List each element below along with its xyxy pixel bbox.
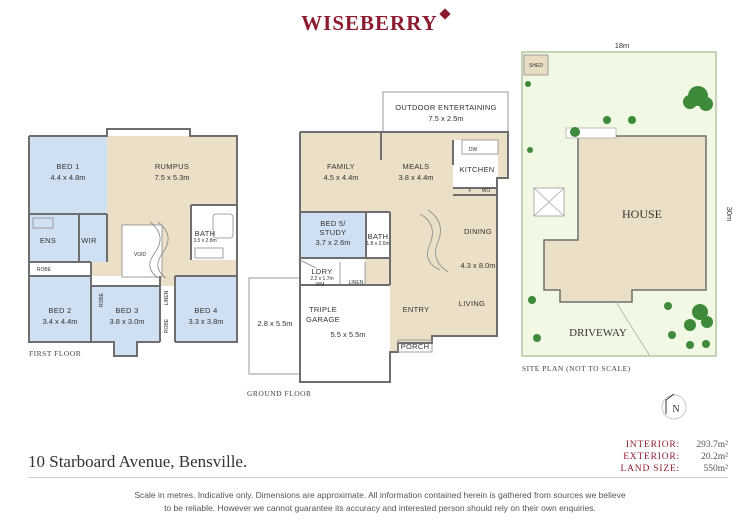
ens-label: ENS (40, 236, 56, 245)
stat-label: INTERIOR: (625, 440, 680, 450)
bed2-name: BED 2 (48, 306, 71, 315)
kitchen-area (453, 140, 498, 188)
stat-value: 293.7m² (696, 440, 728, 450)
brand-name: WISEBERRY (301, 11, 438, 35)
bed1-name: BED 1 (56, 162, 79, 171)
bath-size: 3.5 x 2.8m (193, 238, 216, 244)
stat-exterior: EXTERIOR: 20.2m² (598, 451, 728, 463)
stat-label: EXTERIOR: (623, 452, 680, 462)
compass-n-label: N (672, 404, 679, 415)
bed4-name: BED 4 (194, 306, 217, 315)
bed4-area (175, 276, 237, 342)
carport-area (248, 277, 301, 375)
north-arrow-icon (665, 393, 675, 414)
garage-area (300, 285, 390, 382)
stat-value: 20.2m² (701, 452, 728, 462)
wo-label: WO (482, 188, 491, 194)
carport-size: 2.8 x 5.5m (257, 319, 292, 328)
bed2-area (29, 276, 91, 342)
meals-name: MEALS (403, 162, 430, 171)
property-address: 10 Starboard Avenue, Bensville. (28, 452, 248, 471)
ground-bath-area (366, 212, 390, 258)
brand-logo: WISEBERRY (0, 8, 750, 36)
ldry-label: LDRY (311, 267, 332, 276)
bed1-area (29, 136, 107, 214)
bed2-size: 3.4 x 4.4m (42, 317, 77, 326)
living-label: LIVING (459, 299, 485, 308)
site-depth-label: 30m (725, 207, 734, 222)
bed4-size: 3.3 x 3.8m (188, 317, 223, 326)
kitchen-label: KITCHEN (459, 165, 494, 174)
meals-size: 3.8 x 4.4m (398, 173, 433, 182)
garage-name-line2: GARAGE (306, 315, 340, 324)
garage-size: 5.5 x 5.5m (330, 330, 365, 339)
entry-label: ENTRY (403, 305, 430, 314)
driveway-label: DRIVEWAY (569, 327, 627, 339)
robe-label-2: ROBE (99, 292, 105, 307)
area-stats: INTERIOR: 293.7m² EXTERIOR: 20.2m² LAND SI… (598, 439, 728, 475)
bed5-area (300, 212, 366, 258)
ground-floor-plan: OUTDOOR ENTERTAINING 7.5 x 2.5m FAMILY 4… (247, 91, 509, 398)
bed1-size: 4.4 x 4.8m (50, 173, 85, 182)
bed3-name: BED 3 (115, 306, 138, 315)
disclaimer-line-2: to be reliable. However we cannot guaran… (164, 503, 596, 513)
dw-label: DW (469, 147, 478, 153)
stat-value: 550m² (703, 464, 729, 474)
first-floor-plan: BED 1 4.4 x 4.8m RUMPUS 7.5 x 5.3m ENS W… (28, 128, 238, 358)
house-footprint (543, 135, 707, 303)
first-floor-caption: FIRST FLOOR (29, 349, 81, 358)
stat-interior: INTERIOR: 293.7m² (598, 439, 728, 451)
ens-area (29, 214, 79, 262)
ldry-area (300, 258, 365, 285)
robe-label-1: ROBE (37, 267, 52, 273)
stat-land-size: LAND SIZE: 550m² (598, 463, 728, 475)
porch-label: PORCH (401, 342, 430, 351)
disclaimer-line-1: Scale in metres. Indicative only. Dimens… (134, 490, 626, 500)
ground-linen-label: LINEN (349, 280, 364, 286)
house-label: HOUSE (622, 207, 662, 221)
robe-label-3: ROBE (164, 318, 170, 333)
stat-label: LAND SIZE: (620, 464, 680, 474)
ldry-size: 2.2 x 1.7m (310, 276, 333, 282)
f-label: F (468, 188, 471, 194)
divider (28, 477, 728, 478)
wm-label: WM (316, 282, 325, 288)
void-area (122, 225, 162, 277)
living-size: 4.3 x 8.0m (460, 261, 495, 270)
bed5-name: BED 5/ (320, 219, 346, 228)
family-name: FAMILY (327, 162, 355, 171)
site-plan-caption: SITE PLAN (NOT TO SCALE) (522, 364, 631, 373)
wir-area (79, 214, 107, 262)
bath-name: BATH (195, 229, 216, 238)
outdoor-area (382, 91, 509, 133)
wir-label: WIR (81, 236, 97, 245)
outdoor-name: OUTDOOR ENTERTAINING (395, 103, 497, 112)
site-width-label: 18m (615, 41, 630, 50)
bed5-name-line2: STUDY (320, 228, 347, 237)
rumpus-size: 7.5 x 5.3m (154, 173, 189, 182)
bed3-size: 3.8 x 3.0m (109, 317, 144, 326)
shed-box (523, 54, 549, 76)
void-label: VOID (134, 252, 147, 258)
dining-label: DINING (464, 227, 492, 236)
disclaimer: Scale in metres. Indicative only. Dimens… (80, 489, 680, 515)
bed3-area (91, 286, 160, 356)
site-plan: 18m 30m SHED HOUSE DRIVEWAY SITE PLAN (N… (521, 41, 734, 373)
rumpus-name: RUMPUS (155, 162, 189, 171)
ground-bath-name: BATH (368, 232, 389, 241)
compass: N (661, 393, 687, 420)
ground-floor-caption: GROUND FLOOR (247, 389, 312, 398)
floor-plan-drawing: BED 1 4.4 x 4.8m RUMPUS 7.5 x 5.3m ENS W… (28, 41, 734, 420)
shed-label: SHED (529, 63, 543, 69)
ground-bath-size: 1.8 x 2.6m (366, 241, 389, 247)
bed5-size: 3.7 x 2.6m (315, 238, 350, 247)
outdoor-size: 7.5 x 2.5m (428, 114, 463, 123)
family-size: 4.5 x 4.4m (323, 173, 358, 182)
linen-label: LINEN (164, 290, 170, 305)
garage-name: TRIPLE (309, 305, 337, 314)
